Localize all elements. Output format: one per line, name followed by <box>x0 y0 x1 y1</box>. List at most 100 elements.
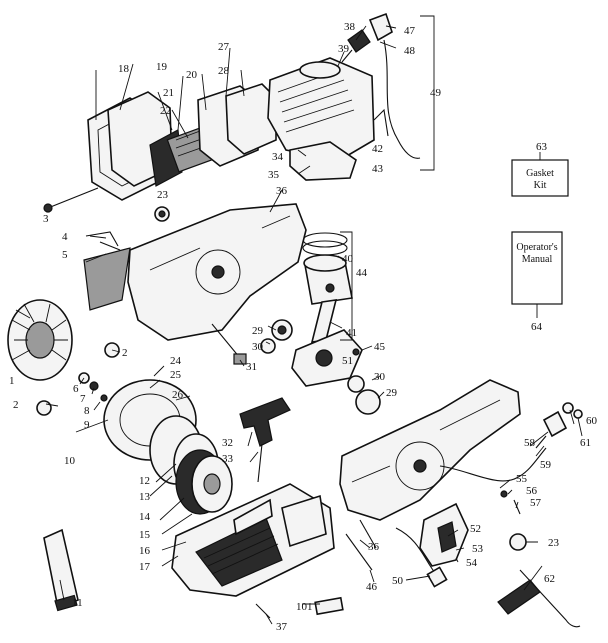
callout-41: 41 <box>346 327 357 339</box>
flywheel <box>7 299 73 381</box>
callout-8: 8 <box>84 405 90 417</box>
starter-handle <box>239 397 291 447</box>
stopper-5 <box>83 247 131 311</box>
screw-57 <box>513 499 521 515</box>
screw-37 <box>255 603 271 619</box>
callout-35: 35 <box>268 169 280 181</box>
callout-29-right: 29 <box>386 387 398 399</box>
callout-7: 7 <box>80 393 86 405</box>
callout-45: 45 <box>374 341 386 353</box>
callout-18: 18 <box>118 63 130 75</box>
bearing-29-right <box>355 389 381 415</box>
callout-50: 50 <box>392 575 404 587</box>
callout-58: 58 <box>524 437 536 449</box>
switch-nut-60 <box>562 402 574 414</box>
gasket-kit-number: 63 <box>536 141 548 153</box>
clip-2-lower <box>36 400 52 416</box>
callout-37: 37 <box>276 621 288 633</box>
callout-21: 21 <box>163 87 174 99</box>
callout-101: 101 <box>296 601 313 613</box>
callout-30-right: 30 <box>374 371 386 383</box>
callout-4: 4 <box>62 231 68 243</box>
callout-25: 25 <box>170 369 182 381</box>
crankshaft <box>291 329 363 387</box>
cylinder <box>267 57 375 181</box>
air-filter <box>107 91 183 187</box>
callout-54: 54 <box>466 557 478 569</box>
callout-14: 14 <box>139 511 151 523</box>
callout-39: 39 <box>338 43 350 55</box>
screw-3 <box>47 187 99 209</box>
piston <box>303 254 353 305</box>
callout-53: 53 <box>472 543 484 555</box>
switch-washer-61 <box>573 409 583 419</box>
callout-59: 59 <box>540 459 552 471</box>
terminal-50 <box>426 566 448 588</box>
callout-36-top: 36 <box>276 185 288 197</box>
callout-17: 17 <box>139 561 151 573</box>
manual-line2: Manual <box>522 254 553 265</box>
callout-29-left: 29 <box>252 325 264 337</box>
callout-labels: 1 2 2 3 4 5 6 7 8 9 10 11 12 13 14 15 16… <box>9 21 598 633</box>
callout-62: 62 <box>544 573 555 585</box>
callout-20: 20 <box>186 69 198 81</box>
bolt-31-head <box>233 353 247 365</box>
nut-8 <box>89 381 99 391</box>
callout-42: 42 <box>372 143 383 155</box>
callout-15: 15 <box>139 529 151 541</box>
callout-52: 52 <box>470 523 481 535</box>
callout-2-upper: 2 <box>122 347 128 359</box>
callout-5: 5 <box>62 249 68 261</box>
callout-47: 47 <box>404 25 416 37</box>
ignition-module <box>419 502 469 567</box>
callout-1: 1 <box>9 375 15 387</box>
spark-plug-boot <box>368 12 421 159</box>
nut-56 <box>500 490 508 498</box>
screw-46 <box>345 533 373 571</box>
wrench-62 <box>497 569 581 628</box>
callout-3: 3 <box>43 213 49 225</box>
starter-pulley-14 <box>175 449 233 515</box>
pin-9 <box>100 394 108 402</box>
lubricant-tube <box>43 528 79 612</box>
group-bracket-44 <box>340 231 353 341</box>
callout-49: 49 <box>430 87 442 99</box>
seal-30-left <box>260 338 276 354</box>
callout-24: 24 <box>170 355 182 367</box>
callout-56: 56 <box>526 485 538 497</box>
callout-13: 13 <box>139 491 151 503</box>
callout-23-top: 23 <box>157 189 169 201</box>
callout-48: 48 <box>404 45 416 57</box>
callout-57: 57 <box>530 497 542 509</box>
seal-30-right <box>347 375 365 393</box>
ground-wire-50 <box>395 527 437 575</box>
callout-2-lower: 2 <box>13 399 19 411</box>
callout-12: 12 <box>139 475 150 487</box>
gasket-kit-line1: Gasket <box>526 168 554 179</box>
callout-44: 44 <box>356 267 368 279</box>
screw-36-lower <box>359 519 377 549</box>
screw-head-3 <box>43 203 53 213</box>
callout-32: 32 <box>222 437 233 449</box>
callout-34: 34 <box>272 151 284 163</box>
callout-16: 16 <box>139 545 151 557</box>
callout-28: 28 <box>218 65 230 77</box>
callout-10: 10 <box>64 455 76 467</box>
starter-rope <box>257 443 263 483</box>
callout-11: 11 <box>72 597 83 609</box>
manual-number: 64 <box>531 321 543 333</box>
leader-lines <box>15 25 583 625</box>
callout-60: 60 <box>586 415 598 427</box>
callout-22: 22 <box>160 105 171 117</box>
bolt-31 <box>211 323 241 359</box>
crankcase-right <box>339 379 521 521</box>
callout-38: 38 <box>344 21 356 33</box>
piston-rings <box>302 232 348 256</box>
callout-40: 40 <box>342 253 354 265</box>
fan-housing <box>171 483 335 597</box>
bracket-4-5 <box>85 231 121 251</box>
callout-23-lower: 23 <box>548 537 560 549</box>
manual-line1: Operator's <box>516 242 557 253</box>
washer-23-lower <box>509 533 527 551</box>
